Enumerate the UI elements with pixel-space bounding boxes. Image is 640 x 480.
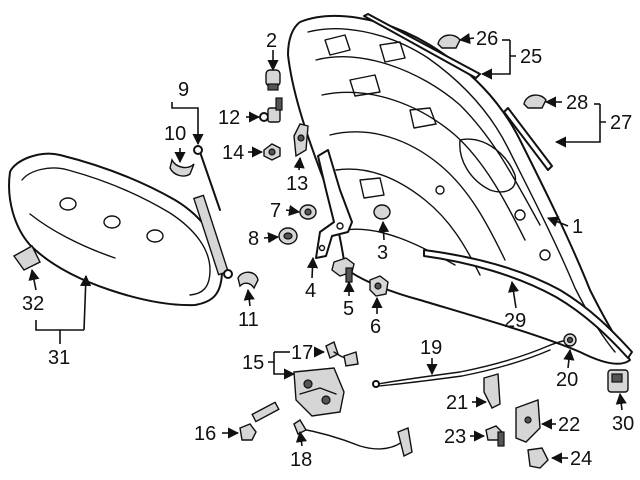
hood-hinge <box>315 149 353 259</box>
callout-19: 19 <box>420 337 442 359</box>
callout-10: 10 <box>164 123 186 145</box>
clip-10 <box>169 157 195 177</box>
release-cable-lower <box>293 419 413 458</box>
callout-9: 9 <box>178 79 189 101</box>
callout-15: 15 <box>242 352 264 374</box>
nut-6 <box>369 275 389 297</box>
side-seal-strip <box>503 107 553 171</box>
callout-30: 30 <box>612 413 634 435</box>
front-seal <box>423 249 633 359</box>
callout-3: 3 <box>377 242 388 264</box>
callout-18: 18 <box>290 449 312 471</box>
washer-3 <box>373 204 391 220</box>
sensor-30 <box>607 369 629 393</box>
callout-21: 21 <box>446 392 468 414</box>
release-handle <box>483 373 501 409</box>
screw-23 <box>485 425 505 447</box>
callout-26: 26 <box>476 28 498 50</box>
bolt-5 <box>331 257 355 283</box>
callout-23: 23 <box>444 426 466 448</box>
release-cable <box>372 339 571 388</box>
callout-28: 28 <box>566 92 588 114</box>
callout-20: 20 <box>556 369 578 391</box>
nut-24 <box>527 447 549 469</box>
callout-6: 6 <box>370 316 381 338</box>
callout-4: 4 <box>305 280 316 302</box>
callout-11: 11 <box>238 309 259 331</box>
hinge-bracket-13 <box>293 123 309 158</box>
callout-31: 31 <box>48 347 70 369</box>
hood-panel <box>287 14 631 365</box>
callout-22: 22 <box>558 414 580 436</box>
grommet-7 <box>299 204 317 220</box>
grommet-20 <box>563 333 577 347</box>
nut-14 <box>263 143 281 161</box>
callout-27: 27 <box>610 112 632 134</box>
insulator-clip-32 <box>12 245 41 271</box>
callout-25: 25 <box>520 46 542 68</box>
insulator-pad <box>8 152 223 307</box>
seal-clip-26 <box>437 34 461 49</box>
clip-11 <box>237 271 259 290</box>
callout-2: 2 <box>266 30 277 52</box>
hood-latch <box>293 367 345 417</box>
bracket-22 <box>515 399 541 443</box>
seal-clip-28 <box>523 94 547 109</box>
bolt-16 <box>239 401 280 441</box>
bolt-12 <box>259 97 283 123</box>
callout-17: 17 <box>291 342 313 364</box>
callout-16: 16 <box>194 423 216 445</box>
upper-seal-strip <box>363 13 481 79</box>
gas-strut <box>193 145 233 279</box>
callout-labels: 1 2 3 4 5 6 7 8 9 10 11 12 13 14 15 16 1… <box>22 28 634 471</box>
connector-17 <box>325 341 359 367</box>
callout-1: 1 <box>572 216 583 238</box>
callout-8: 8 <box>248 228 259 250</box>
callout-12: 12 <box>218 107 240 129</box>
callout-7: 7 <box>270 200 281 222</box>
callout-29: 29 <box>504 310 526 332</box>
grommet-8 <box>278 227 298 245</box>
callout-5: 5 <box>343 298 354 320</box>
callout-32: 32 <box>22 293 44 315</box>
leader-lines <box>28 33 627 464</box>
callout-24: 24 <box>570 448 592 470</box>
callout-13: 13 <box>286 173 308 195</box>
bumper-stop-2 <box>265 69 281 91</box>
callout-14: 14 <box>222 142 244 164</box>
